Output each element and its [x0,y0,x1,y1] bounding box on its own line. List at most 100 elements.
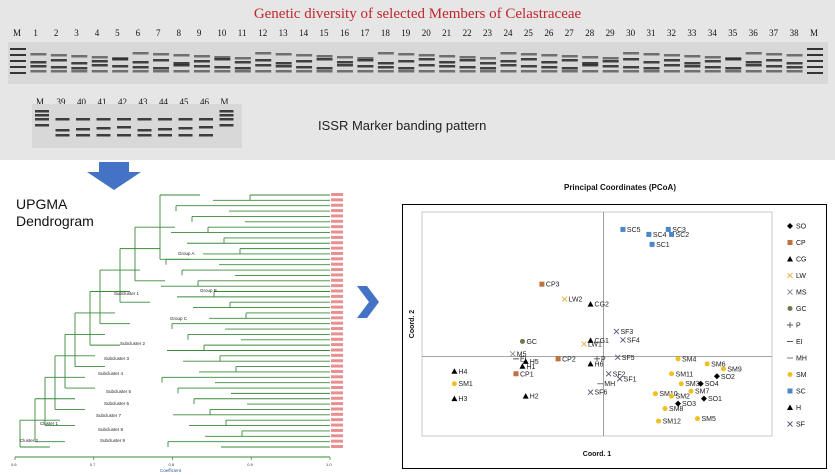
dendrogram-leaf-label [331,251,343,255]
gel-band [398,53,415,56]
gel-lane-label: 31 [646,28,656,38]
dendrogram-leaf-label [331,434,343,438]
gel-lane-label: 5 [115,28,120,38]
dendrogram-leaf-label [331,364,343,368]
pcoa-legend-label: GC [796,306,807,313]
gel-band [663,70,680,73]
pcoa-point-label: CG1 [595,338,610,345]
gel-lane-label: 11 [237,28,247,38]
gel-band [807,72,823,74]
gel-band [357,70,374,73]
gel-band [623,66,640,69]
gel-band [377,52,394,55]
gel-band [71,70,88,73]
gel-lane-label: 38 [789,28,799,38]
pcoa-legend-label: MH [796,356,807,363]
gel-band [275,70,292,73]
pcoa-point-label: LW2 [569,297,583,304]
dendrogram-leaf-label [331,343,343,347]
gel-band [219,124,234,127]
pcoa-point-label: H5 [530,359,539,366]
gel-band [158,134,172,137]
dendrogram-cluster-label: Subcluster 6 [104,401,130,406]
gel-band [561,59,578,62]
gel-band [439,65,456,68]
pcoa-title: Principal Coordinates (PCoA) [563,183,676,192]
gel-lane-label: 10 [217,28,227,38]
pcoa-point-h4 [451,368,458,374]
dendrogram-leaf-label [331,193,343,196]
gel-band [623,58,640,61]
pcoa-point-h1 [519,363,526,369]
gel-title: Genetic diversity of selected Members of… [253,6,582,22]
gel-band [377,66,394,69]
pcoa-point-label: H4 [458,369,467,376]
dendrogram-leaf-label [331,305,343,309]
gel-band [439,61,456,64]
gel-band [336,56,353,59]
gel-band [643,61,660,64]
gel-lane-label: 16 [339,28,349,38]
gel-band [137,118,152,121]
gel-band [786,62,803,65]
gel-band [10,60,26,62]
gel-band [10,66,26,68]
gel-band [357,57,374,60]
gel-lane-label: M [13,28,22,38]
gel-band [10,48,26,50]
gel-band [71,55,88,58]
gel-band [745,52,762,55]
gel-band [807,60,823,62]
gel-band [35,118,49,121]
gel-band [684,70,701,73]
gel-band [153,67,170,70]
dendrogram-leaf-label [331,386,343,390]
gel-band [684,55,701,58]
gel-lane-label: 18 [380,28,390,38]
gel-band [480,67,497,70]
gel-lane-label: 20 [421,28,431,38]
pcoa-legend-label: CP [796,240,806,247]
pcoa-point-label: SO2 [721,374,735,381]
gel-lane-label: 8 [176,28,181,38]
gel-lane-label: 35 [728,28,738,38]
gel-band [30,53,47,56]
gel-band [137,134,152,137]
gel-band [173,70,190,73]
gel-band [178,134,193,137]
gel-band [439,55,456,58]
pcoa-point-lw1 [581,341,587,347]
gel-band [520,53,537,56]
pcoa-legend-label: EI [796,339,803,346]
pcoa-point-label: CG2 [595,302,610,309]
gel-band [96,127,111,130]
dendrogram-axis-tick-label: 0.6 [11,462,17,467]
gel-band [602,57,619,60]
pcoa-legend-label: MS [796,290,807,297]
gel-band [541,61,558,64]
gel-lane-label: 17 [360,28,370,38]
gel-band [704,56,721,59]
gel-band [745,64,762,67]
pcoa-legend-marker [787,289,793,295]
gel-band [234,57,251,60]
gel-band [398,70,415,73]
gel-band [398,60,415,63]
gel-band [50,70,67,73]
pcoa-legend-marker [787,240,793,245]
dendrogram-leaf-label [331,396,343,400]
gel-band [158,128,172,131]
gel-lane-label: 26 [544,28,554,38]
gel-lane-label: 37 [769,28,779,38]
gel-band [398,67,415,70]
pcoa-point-label: SF2 [613,371,626,378]
dendrogram-leaf-label [331,380,343,384]
gel-band [132,61,149,64]
pcoa-point-label: M5 [517,351,527,358]
gel-band [316,70,333,73]
gel-image-panel: Genetic diversity of selected Members of… [0,0,835,160]
gel-band [459,70,476,73]
dendrogram-axis-tick-label: 1.0 [326,462,332,467]
gel-band [91,56,108,59]
gel-band [296,60,313,63]
